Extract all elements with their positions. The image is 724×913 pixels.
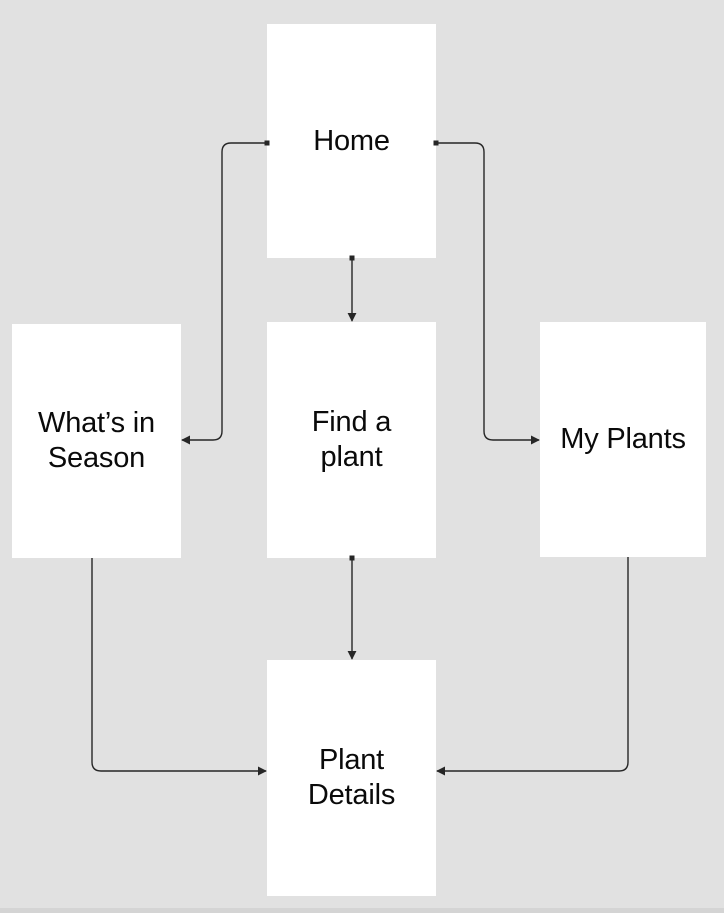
node-plant-details[interactable]: Plant Details bbox=[267, 660, 436, 896]
node-find-a-plant-label: Find a plant bbox=[311, 406, 392, 473]
node-find-a-plant[interactable]: Find a plant bbox=[267, 322, 436, 558]
edge-my-plants-to-plant-details bbox=[436, 557, 629, 776]
node-plant-details-label: Plant Details bbox=[307, 744, 396, 811]
node-home-label: Home bbox=[313, 124, 390, 157]
node-my-plants[interactable]: My Plants bbox=[540, 322, 706, 557]
canvas-bottom-edge bbox=[0, 908, 724, 913]
edge-home-to-whats-in-season bbox=[181, 140, 270, 445]
node-whats-in-season[interactable]: What’s in Season bbox=[12, 324, 181, 558]
node-home[interactable]: Home bbox=[267, 24, 436, 258]
edge-whats-in-season-to-plant-details bbox=[91, 558, 267, 776]
edge-home-to-my-plants bbox=[433, 140, 540, 445]
node-my-plants-label: My Plants bbox=[560, 423, 686, 455]
node-whats-in-season-label: What’s in Season bbox=[38, 407, 155, 474]
